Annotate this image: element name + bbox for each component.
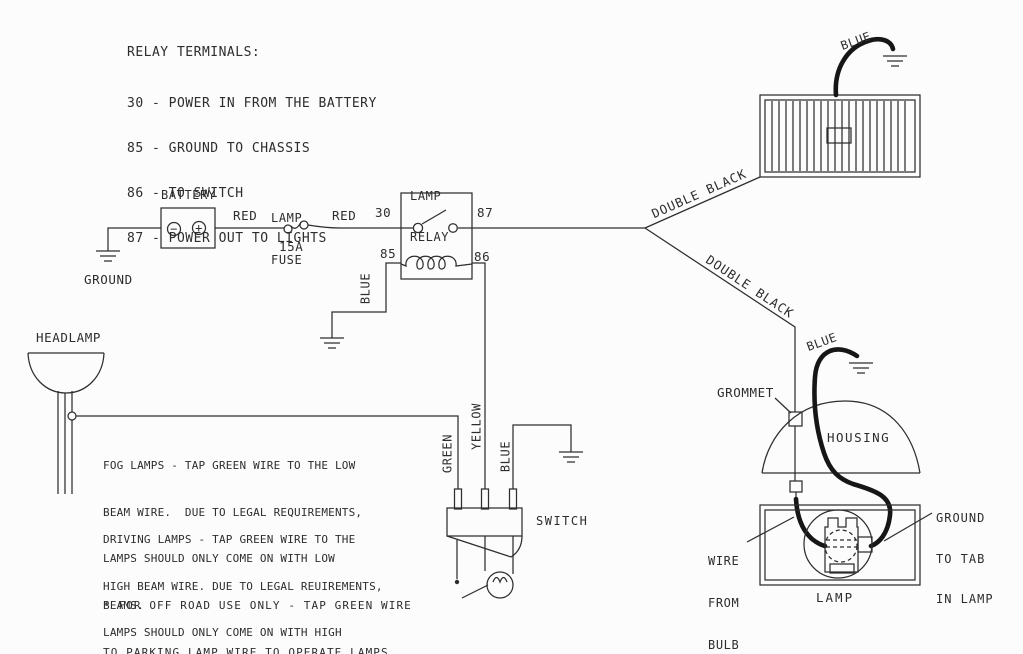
relay-terminals-title: RELAY TERMINALS: (127, 45, 261, 60)
relay-terminal-85: 85 (380, 246, 397, 261)
instructions-fog-lamps: FOG LAMPS - TAP GREEN WIRE TO THE LOW BE… (103, 459, 363, 612)
headlamp-label: HEADLAMP (36, 330, 102, 345)
relay-symbol (400, 192, 473, 280)
fuse-label: LAMP FUSE (271, 211, 303, 267)
battery-plus-sign: + (195, 221, 203, 235)
bulb-socket-symbol (824, 517, 859, 573)
grille-blue-ground-wire (833, 36, 908, 98)
double-black-upper-wire (644, 176, 761, 229)
housing-label: HOUSING (827, 430, 891, 445)
battery-ground-wire (95, 227, 161, 262)
relay-terminal-line: 85 - GROUND TO CHASSIS (127, 141, 311, 156)
instructions-driving-lamps: DRIVING LAMPS - TAP GREEN WIRE TO THE HI… (103, 533, 383, 639)
bulb-connector-symbol (789, 480, 803, 493)
relay-terminal-line: 86 - TO SWITCH (127, 186, 244, 201)
switch-label: SWITCH (536, 514, 589, 528)
wire-label-blue-relay: BLUE (358, 272, 373, 305)
red-power-wire (215, 224, 401, 229)
grommet-label: GROMMET (717, 385, 774, 400)
wire-from-bulb-path (793, 492, 828, 549)
lamp-symbol (759, 504, 921, 586)
ground-to-tab-pointer-line (883, 512, 933, 542)
relay-terminal-30: 30 (375, 205, 392, 220)
battery-ground-label: GROUND (84, 272, 133, 287)
relay-terminal-87: 87 (477, 205, 494, 220)
grommet-symbol (788, 411, 803, 427)
yellow-wire (472, 262, 486, 489)
ground-to-tab-label: GROUND TO TAB IN LAMP (936, 511, 994, 606)
housing-symbol (761, 397, 921, 474)
wire-label-red-1: RED (233, 208, 258, 223)
switch-symbol (446, 488, 523, 599)
wire-label-blue-switch: BLUE (498, 440, 513, 473)
grommet-pointer-line (774, 397, 792, 414)
wire-from-bulb-label: WIRE FROM BULB (708, 554, 740, 652)
wire-label-yellow: YELLOW (469, 403, 484, 450)
double-black-lower-wire (644, 227, 803, 493)
wire-label-green: GREEN (440, 433, 455, 474)
fuse-symbol (283, 220, 309, 234)
relay-terminals-list: 30 - POWER IN FROM THE BATTERY 85 - GROU… (127, 66, 377, 276)
battery-minus-sign: − (170, 222, 178, 236)
ground-tab-symbol (857, 536, 873, 553)
relay-terminal-line: 87 - POWER OUT TO LIGHTS (127, 231, 327, 246)
headlamp-symbol (27, 352, 105, 494)
switch-blue-ground-wire (512, 424, 584, 489)
wire-label-red-2: RED (332, 208, 357, 223)
wire-from-bulb-pointer-line (746, 516, 795, 543)
green-wire (76, 415, 459, 489)
housing-blue-ground-wire (812, 347, 893, 549)
relay-85-ground-wire (319, 262, 401, 349)
battery-label: BATTERY (161, 188, 216, 202)
relay-terminal-line: 30 - POWER IN FROM THE BATTERY (127, 96, 377, 111)
lamp-label: LAMP (816, 590, 855, 605)
relay-terminal-86: 86 (474, 249, 491, 264)
relay-label: LAMP RELAY (410, 189, 450, 244)
instructions-off-road: * FOR OFF ROAD USE ONLY - TAP GREEN WIRE… (103, 599, 412, 654)
fuse-rating-label: 15A (279, 239, 304, 254)
grille-symbol (759, 94, 921, 178)
